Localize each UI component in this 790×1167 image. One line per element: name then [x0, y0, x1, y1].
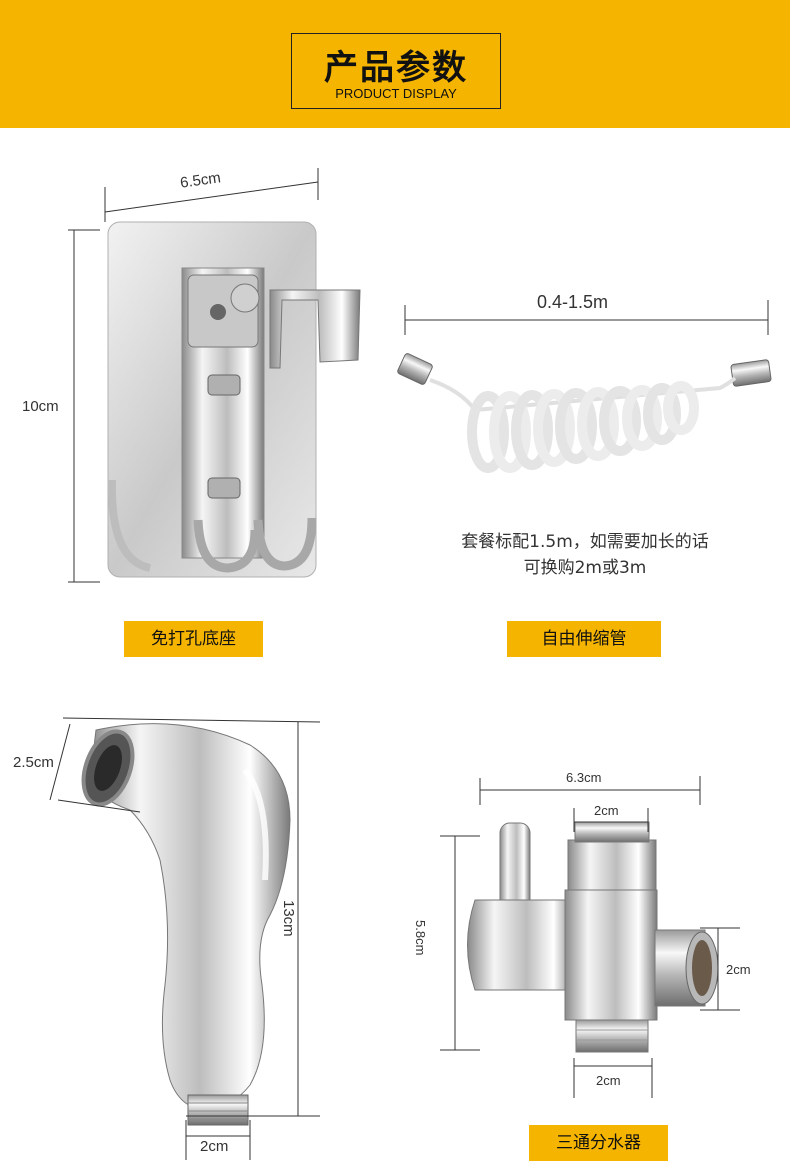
valve-width-dimension: 6.3cm: [566, 770, 602, 785]
page-subtitle: PRODUCT DISPLAY: [335, 86, 457, 101]
valve-side-dimension: 2cm: [726, 962, 751, 977]
hose-note-line-2: 可换购2m或3m: [523, 558, 647, 578]
sprayer-dimension-lines: [49, 717, 321, 1160]
valve-height-dimension: 5.8cm: [413, 920, 428, 956]
hose-length-dimension: 0.4-1.5m: [537, 292, 609, 312]
header-title-frame: [291, 33, 501, 109]
holder-label: 免打孔底座: [124, 621, 263, 657]
wall-holder-dimension-lines: [68, 168, 319, 583]
hose-note-line-1: 套餐标配1.5m，如需要加长的话: [461, 532, 709, 552]
valve-dimension-lines: [440, 776, 740, 1098]
valve-bottom-dimension: 2cm: [596, 1073, 621, 1088]
valve-image: [467, 821, 719, 1053]
sprayer-head-dimension: 2.5cm: [13, 754, 54, 771]
holder-height-dimension: 10cm: [22, 398, 59, 415]
wall-holder-image: [107, 221, 361, 578]
hose-image: [397, 353, 772, 473]
valve-top-dimension: 2cm: [594, 803, 619, 818]
sprayer-image: [81, 723, 291, 1126]
sprayer-length-dimension: 13cm: [280, 900, 297, 937]
hose-dimension-line: [404, 300, 769, 335]
page-title: 产品参数: [324, 48, 468, 88]
sprayer-thread-dimension: 2cm: [200, 1138, 229, 1155]
header-banner: [0, 0, 790, 128]
valve-label: 三通分水器: [529, 1125, 668, 1161]
hose-label: 自由伸缩管: [507, 621, 661, 657]
